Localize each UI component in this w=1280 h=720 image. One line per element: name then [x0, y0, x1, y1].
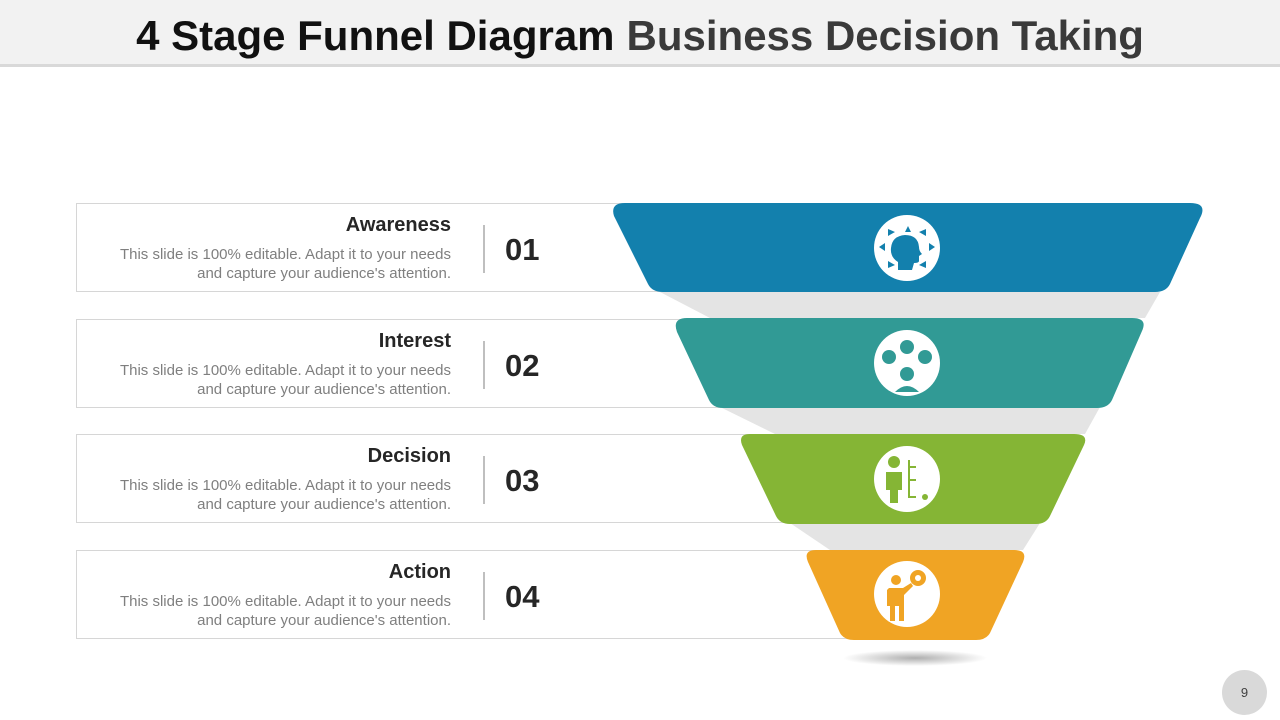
- stage-description: This slide is 100% editable. Adapt it to…: [119, 477, 451, 513]
- head-arrows-icon: [879, 226, 935, 270]
- stage-box-decision: Decision This slide is 100% editable. Ad…: [76, 434, 876, 523]
- stage-box-action: Action This slide is 100% editable. Adap…: [76, 550, 876, 639]
- stage-number: 01: [505, 232, 540, 267]
- stage-heading: Interest: [378, 330, 451, 352]
- stage-description: This slide is 100% editable. Adapt it to…: [119, 246, 451, 282]
- stage-heading: Decision: [367, 445, 451, 467]
- stage-number: 03: [505, 463, 540, 498]
- icon-circle: [874, 446, 940, 512]
- stage-divider: [483, 225, 485, 273]
- person-gear-icon: [887, 570, 926, 621]
- title-main: 4 Stage Funnel Diagram: [136, 12, 615, 59]
- stage-heading: Action: [388, 561, 451, 583]
- stage-divider: [483, 341, 485, 389]
- stage-description: This slide is 100% editable. Adapt it to…: [119, 593, 451, 629]
- icon-circle: [874, 561, 940, 627]
- stage-heading: Awareness: [345, 214, 451, 236]
- title-sub: Business Decision Taking: [626, 12, 1144, 59]
- stage-number: 02: [505, 348, 540, 383]
- stage-description: This slide is 100% editable. Adapt it to…: [119, 362, 451, 398]
- stage-divider: [483, 456, 485, 504]
- stage-divider: [483, 572, 485, 620]
- funnel-shadow: [720, 407, 1100, 434]
- stage-number: 04: [505, 579, 540, 614]
- person-interests-icon: [882, 340, 932, 392]
- funnel-shadow: [790, 523, 1040, 550]
- person-choice-icon: [886, 456, 928, 503]
- icon-circle: [874, 330, 940, 396]
- page-number: 9: [1222, 670, 1267, 715]
- funnel-shadow: [660, 292, 1160, 318]
- funnel-floor-shadow: [843, 650, 987, 666]
